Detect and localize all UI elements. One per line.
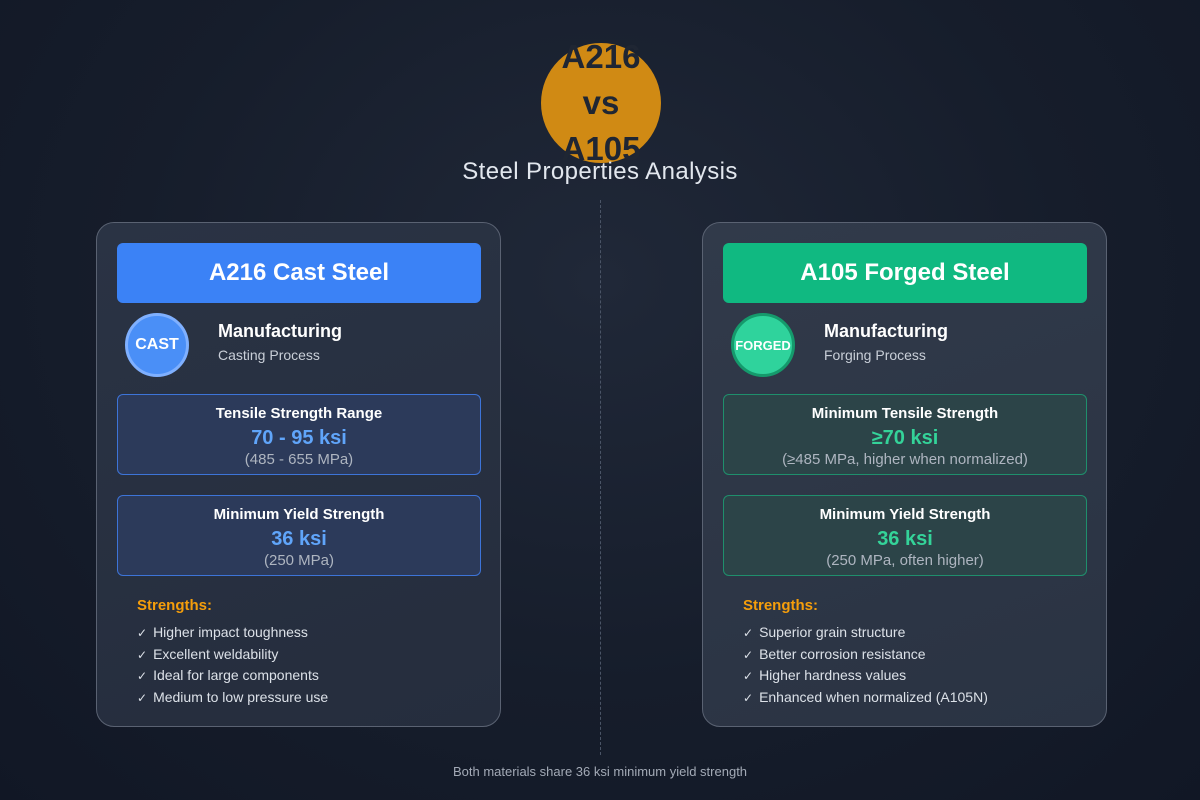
metric-subvalue: (≥485 MPa, higher when normalized)	[782, 451, 1028, 468]
forged-icon: FORGED	[731, 313, 795, 377]
strength-text: Superior grain structure	[759, 624, 906, 640]
cast-icon: CAST	[125, 313, 189, 377]
tensile-strength-box: Tensile Strength Range 70 - 95 ksi (485 …	[117, 394, 481, 475]
check-icon: ✓	[743, 647, 754, 662]
check-icon: ✓	[137, 647, 148, 662]
metric-value: 70 - 95 ksi	[251, 427, 347, 449]
strength-text: Medium to low pressure use	[153, 688, 329, 705]
list-item: ✓ Ideal for large components	[137, 665, 328, 687]
strengths-heading: Strengths:	[137, 597, 212, 614]
list-item: ✓ Enhanced when normalized (A105N)	[743, 687, 988, 709]
process-label: Manufacturing	[824, 321, 948, 341]
metric-subvalue: (485 - 655 MPa)	[244, 451, 354, 468]
cast-steel-card: A216 Cast Steel CAST Manufacturing Casti…	[96, 222, 501, 727]
check-icon: ✓	[137, 669, 148, 683]
strengths-heading: Strengths:	[743, 597, 818, 614]
check-icon: ✓	[743, 626, 754, 640]
card-title: A216 Cast Steel	[117, 243, 481, 303]
process-description: Forging Process	[824, 347, 926, 363]
list-item: ✓ Better corrosion resistance	[743, 644, 988, 666]
strengths-list: ✓ Higher impact toughness ✓ Excellent weld…	[137, 622, 328, 708]
badge-line-1: A216	[561, 38, 641, 75]
metric-subvalue: (250 MPa)	[263, 552, 335, 569]
yield-strength-box: Minimum Yield Strength 36 ksi (250 MPa)	[117, 495, 481, 576]
metric-label: Minimum Tensile Strength	[811, 405, 999, 422]
check-icon: ✓	[743, 669, 754, 683]
metric-label: Minimum Yield Strength	[819, 506, 991, 523]
list-item: ✓ Superior grain structure	[743, 622, 988, 644]
check-icon: ✓	[137, 626, 148, 640]
strength-text: Enhanced when normalized (A105N)	[759, 688, 988, 705]
list-item: ✓ Excellent weldability	[137, 644, 328, 666]
process-description: Casting Process	[218, 347, 320, 363]
badge-line-3: A105	[561, 130, 641, 167]
list-item: ✓ Medium to low pressure use	[137, 687, 328, 709]
yield-strength-box: Minimum Yield Strength 36 ksi (250 MPa, …	[723, 495, 1087, 576]
strength-text: Ideal for large components	[153, 667, 319, 683]
check-icon: ✓	[743, 690, 754, 705]
strength-text: Excellent weldability	[153, 645, 279, 662]
badge-line-2: vs	[582, 84, 620, 121]
comparison-badge: A216 vs A105	[541, 38, 661, 167]
metric-label: Minimum Yield Strength	[213, 506, 385, 523]
center-divider	[600, 200, 601, 755]
strengths-list: ✓ Superior grain structure ✓ Better corros…	[743, 622, 988, 708]
metric-value: ≥70 ksi	[871, 427, 939, 449]
forged-steel-card: A105 Forged Steel FORGED Manufacturing F…	[702, 222, 1107, 727]
footer-note: Both materials share 36 ksi minimum yiel…	[452, 764, 748, 779]
process-label: Manufacturing	[218, 321, 342, 341]
page-subtitle: Steel Properties Analysis	[462, 158, 738, 185]
card-title: A105 Forged Steel	[723, 243, 1087, 303]
strength-text: Better corrosion resistance	[759, 645, 926, 662]
strength-text: Higher impact toughness	[153, 624, 308, 640]
metric-value: 36 ksi	[877, 528, 933, 550]
metric-subvalue: (250 MPa, often higher)	[826, 552, 984, 569]
strength-text: Higher hardness values	[759, 667, 907, 683]
list-item: ✓ Higher hardness values	[743, 665, 988, 687]
check-icon: ✓	[137, 690, 148, 705]
tensile-strength-box: Minimum Tensile Strength ≥70 ksi (≥485 M…	[723, 394, 1087, 475]
metric-label: Tensile Strength Range	[215, 405, 383, 422]
list-item: ✓ Higher impact toughness	[137, 622, 328, 644]
metric-value: 36 ksi	[271, 528, 327, 550]
